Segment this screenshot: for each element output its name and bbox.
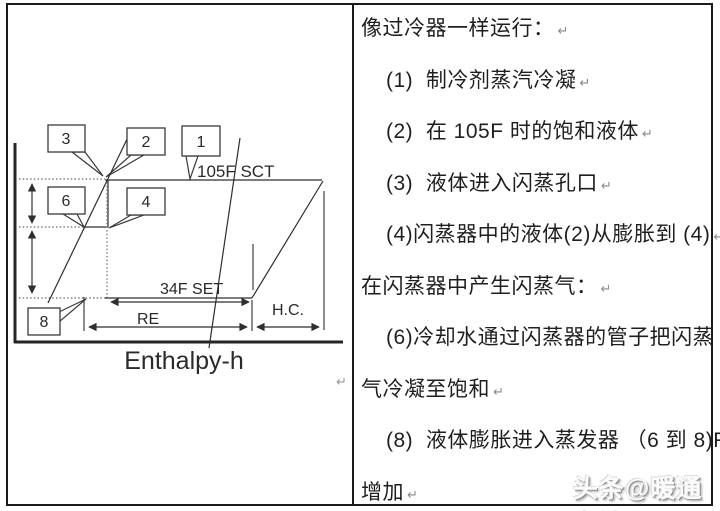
table-border xyxy=(6,3,713,506)
expansion-step-line xyxy=(83,180,109,228)
sct-label: 105F SCT xyxy=(197,162,274,181)
paragraph-mark: ↵ xyxy=(407,486,418,502)
saturated-liquid-line xyxy=(47,132,131,304)
panel-line: (4)闪蒸器中的液体(2)从膨胀到 (4)↵ xyxy=(361,209,720,261)
callout-1-number: 1 xyxy=(197,134,206,151)
panel-line-text: 在闪蒸器中产生闪蒸气： xyxy=(361,274,598,298)
callout-2-tail xyxy=(105,154,147,178)
re-label: RE xyxy=(137,311,159,328)
paragraph-mark: ↵ xyxy=(600,280,612,296)
panel-line: 气冷凝至饱和↵ xyxy=(361,364,711,416)
callout-3-box xyxy=(47,124,86,153)
hc-label: H.C. xyxy=(272,302,304,319)
table-column-divider xyxy=(352,3,354,506)
callout-2-box xyxy=(126,127,166,156)
panel-line-text: (3) 液体进入闪蒸孔口 xyxy=(386,171,598,195)
enthalpy-axis-label: Enthalpy-h xyxy=(124,347,244,375)
watermark: 头条@暖通南社 xyxy=(573,475,703,503)
panel-line-text: (6)冷却水通过闪蒸器的管子把闪蒸 xyxy=(386,326,715,349)
callout-6-tail xyxy=(60,213,86,229)
callout-3-number: 3 xyxy=(62,131,71,148)
callout-2-number: 2 xyxy=(142,134,151,151)
callout-6-number: 6 xyxy=(62,193,71,210)
panel-line-text: (8) 液体膨胀进入蒸发器 （6 到 8)RE xyxy=(386,429,720,452)
panel-line-text: 像过冷器一样运行： xyxy=(361,17,555,40)
panel-line-text: 增加 xyxy=(361,480,404,504)
saturated-vapor-line xyxy=(208,137,241,349)
panel-line: 像过冷器一样运行：↵ xyxy=(361,3,711,55)
panel-line: (3) 液体进入闪蒸孔口↵ xyxy=(361,158,711,210)
panel-line-text: (2) 在 105F 时的饱和液体 xyxy=(386,120,639,143)
panel-line: (2) 在 105F 时的饱和液体↵ xyxy=(361,106,711,158)
paragraph-mark: ↵ xyxy=(336,374,347,389)
paragraph-mark: ↵ xyxy=(579,74,591,90)
panel-line: (6)冷却水通过闪蒸器的管子把闪蒸 xyxy=(361,312,715,364)
paragraph-mark: ↵ xyxy=(600,177,612,193)
callout-8-tail xyxy=(58,298,87,324)
paragraph-mark: ↵ xyxy=(493,383,504,399)
panel-line-text: (4)闪蒸器中的液体(2)从膨胀到 (4) xyxy=(386,223,711,246)
callout-4-number: 4 xyxy=(142,194,151,211)
callout-1-box xyxy=(181,125,221,157)
callout-8-box xyxy=(27,307,61,336)
paragraph-mark: ↵ xyxy=(641,126,653,141)
callout-4-tail xyxy=(108,214,145,229)
set-label: 34F SET xyxy=(160,281,223,298)
paragraph-mark: ↵ xyxy=(557,23,569,38)
callout-3-tail xyxy=(70,151,104,177)
panel-line: 在闪蒸器中产生闪蒸气：↵ xyxy=(361,261,711,313)
panel-line: 增加↵ xyxy=(361,467,711,511)
callout-4-box xyxy=(126,187,166,216)
paragraph-mark: ↵ xyxy=(713,229,720,244)
panel-line-text: 气冷凝至饱和 xyxy=(361,377,490,401)
panel-line: (1) 制冷剂蒸汽冷凝↵ xyxy=(361,55,711,107)
callout-6-box xyxy=(47,186,86,215)
explanation-panel: 像过冷器一样运行：↵ (1) 制冷剂蒸汽冷凝↵ (2) 在 105F 时的饱和液… xyxy=(361,3,720,511)
panel-line-text: (1) 制冷剂蒸汽冷凝 xyxy=(386,68,577,92)
ph-diagram: 3 2 1 6 4 8 105F SCT 34F SET RE H.C. Ent… xyxy=(13,124,343,375)
compression-line xyxy=(251,180,324,299)
panel-line: (8) 液体膨胀进入蒸发器 （6 到 8)RE xyxy=(361,415,720,467)
callout-8-number: 8 xyxy=(40,314,49,331)
